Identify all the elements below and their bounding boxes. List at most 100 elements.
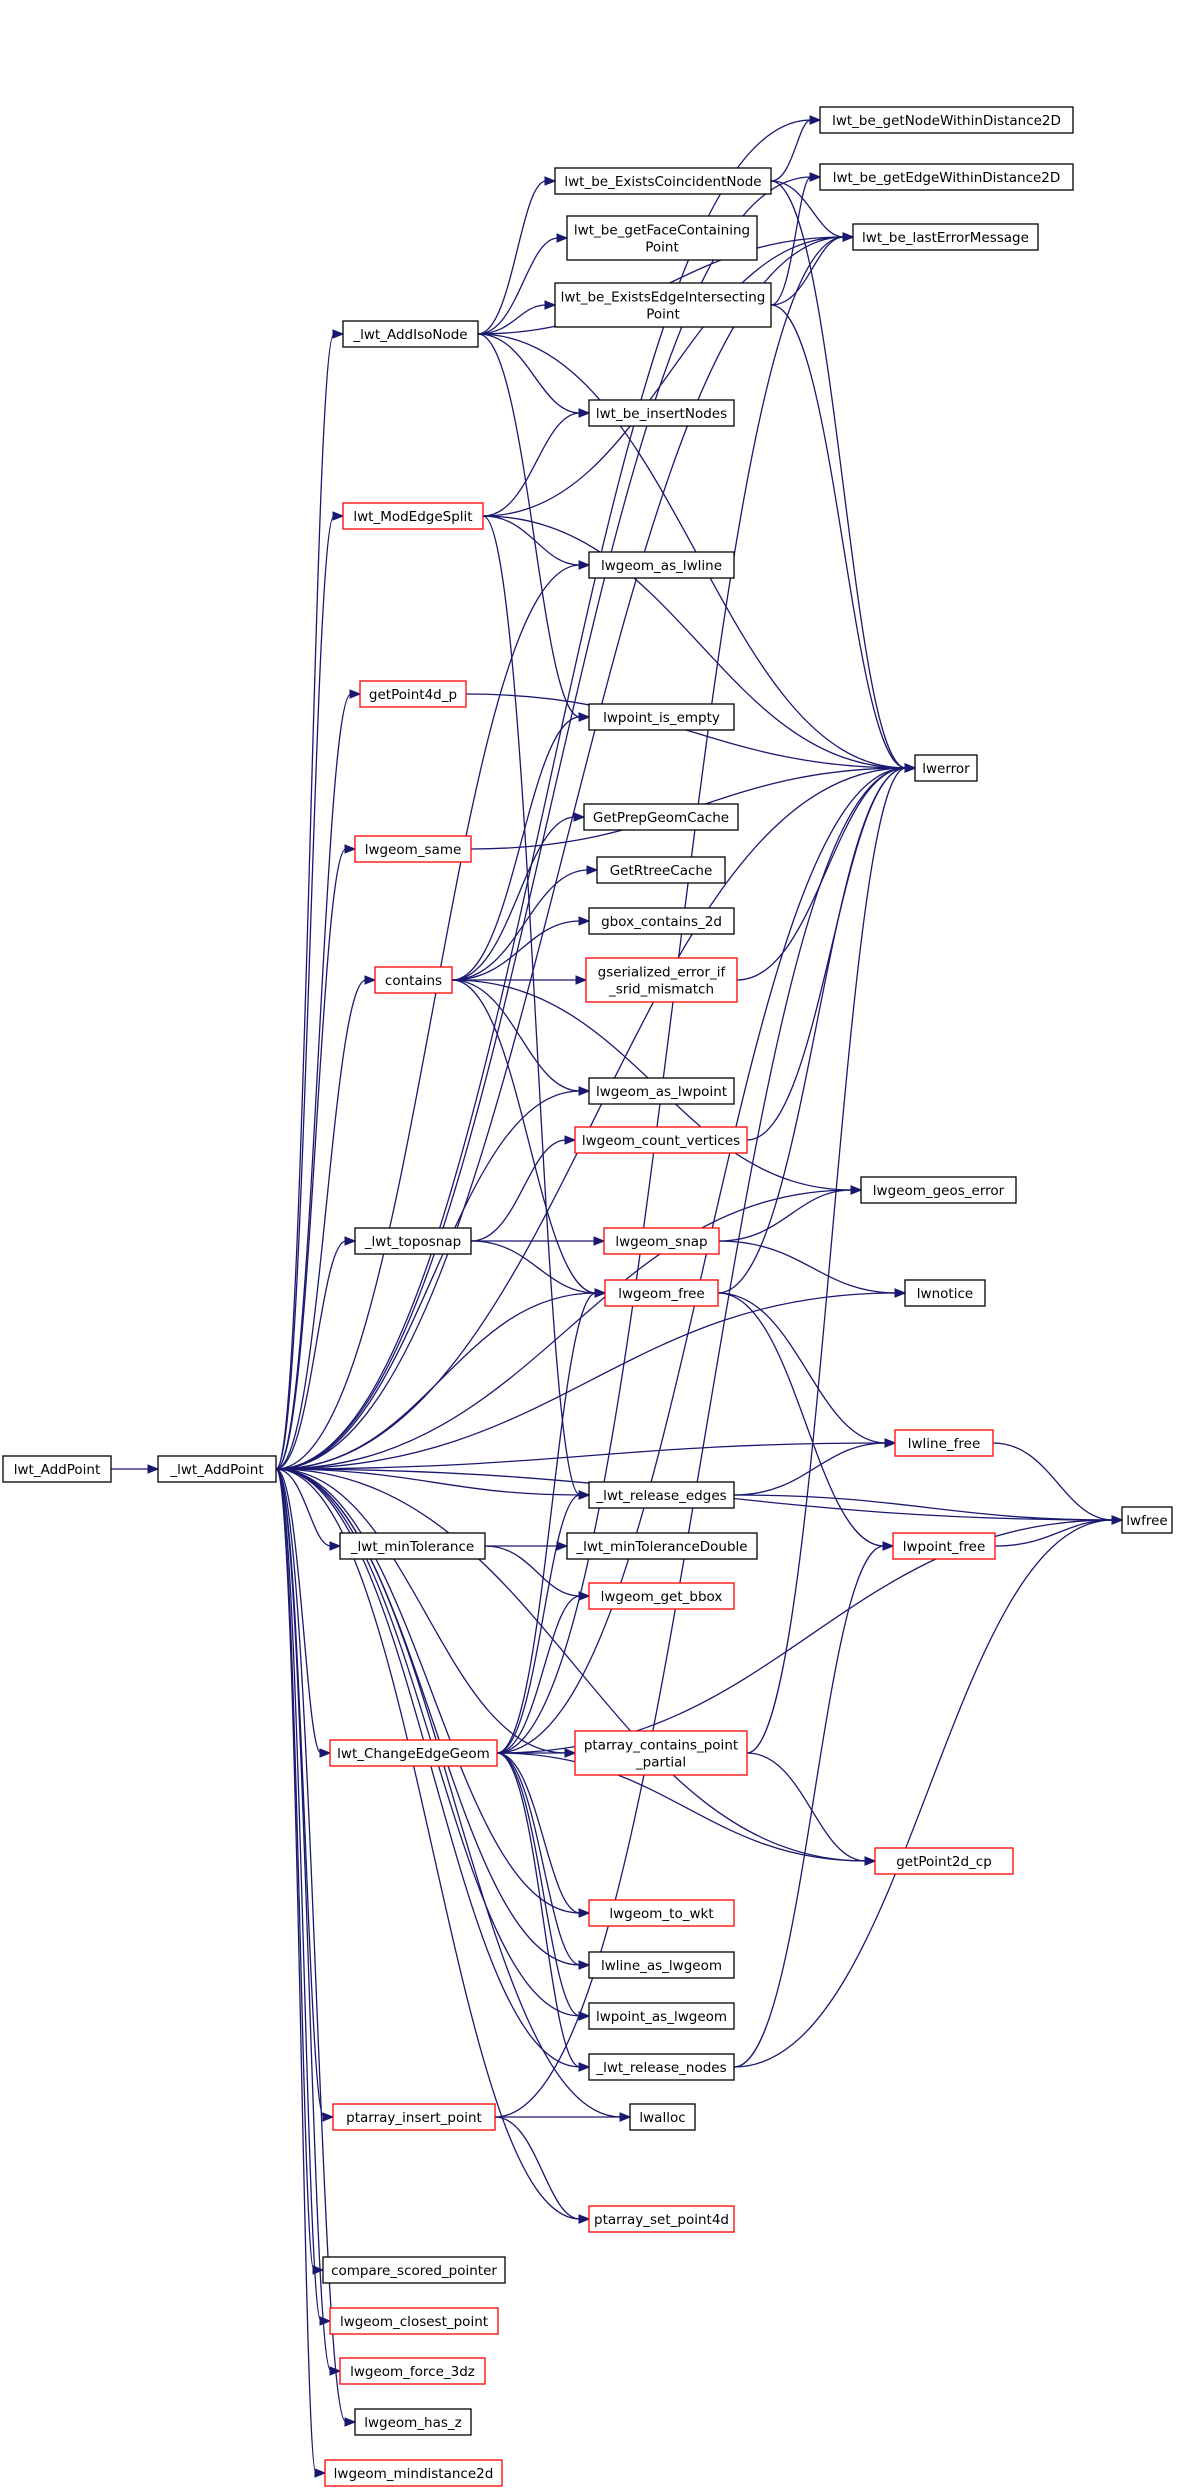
node-lwt-mintolerancedouble[interactable]: _lwt_minToleranceDouble bbox=[566, 1532, 758, 1560]
node-box bbox=[2, 1455, 112, 1483]
node-box bbox=[629, 2103, 696, 2131]
node-lwt-modedgesplit[interactable]: lwt_ModEdgeSplit bbox=[342, 502, 484, 530]
node-label: getPoint4d_p bbox=[369, 687, 457, 703]
call-edge-lwt-toposnap-to-lwgeom-snap bbox=[470, 1236, 606, 1246]
node-label: ptarray_contains_point bbox=[584, 1738, 738, 1754]
call-edge-lwt-modedgesplit-to-lwt-be-lasterrormessage bbox=[482, 232, 855, 517]
node-lwgeom-count-vertices[interactable]: lwgeom_count_vertices bbox=[574, 1126, 748, 1154]
node-lwt-changeedgegeom[interactable]: lwt_ChangeEdgeGeom bbox=[329, 1739, 498, 1767]
call-edge-lwgeom-snap-to-lwnotice bbox=[718, 1240, 907, 1298]
node-lwgeom-has-z[interactable]: lwgeom_has_z bbox=[354, 2408, 472, 2436]
call-edge-lwt-addpoint-to-lwgeom-force-3dz bbox=[275, 1468, 342, 2376]
node-box bbox=[339, 1532, 486, 1560]
node-lwgeom-get-bbox[interactable]: lwgeom_get_bbox bbox=[588, 1582, 735, 1610]
node-label: contains bbox=[385, 973, 442, 989]
node-lwt-mintolerance[interactable]: _lwt_minTolerance bbox=[339, 1532, 486, 1560]
node-lwgeom-free[interactable]: lwgeom_free bbox=[604, 1279, 719, 1307]
node-box bbox=[914, 754, 978, 782]
call-edge-lwt-addpoint-to-lwgeom-mindistance2d bbox=[275, 1468, 327, 2478]
node-lwt-addisonode[interactable]: _lwt_AddIsoNode bbox=[342, 320, 479, 348]
node-lwgeom-force-3dz[interactable]: lwgeom_force_3dz bbox=[339, 2357, 486, 2385]
node-box bbox=[588, 551, 735, 579]
node-box bbox=[354, 1227, 472, 1255]
node-lwgeom-as-lwline[interactable]: lwgeom_as_lwline bbox=[588, 551, 735, 579]
node-lwt-release-nodes[interactable]: _lwt_release_nodes bbox=[588, 2053, 735, 2081]
node-lwgeom-geos-error[interactable]: lwgeom_geos_error bbox=[860, 1176, 1017, 1204]
call-edge-lwt-release-edges-to-lwline-free bbox=[733, 1438, 897, 1496]
node-box bbox=[554, 282, 772, 328]
node-lwgeom-mindistance2d[interactable]: lwgeom_mindistance2d bbox=[324, 2459, 503, 2487]
node-lwgeom-as-lwpoint[interactable]: lwgeom_as_lwpoint bbox=[588, 1077, 735, 1105]
node-lwt-be-getnodewithindistance2d[interactable]: lwt_be_getNodeWithinDistance2D bbox=[819, 106, 1074, 134]
node-lwt-release-edges[interactable]: _lwt_release_edges bbox=[588, 1481, 735, 1509]
node-box bbox=[329, 1739, 498, 1767]
node-ptarray-set-point4d[interactable]: ptarray_set_point4d bbox=[588, 2205, 735, 2233]
node-lwpoint-as-lwgeom[interactable]: lwpoint_as_lwgeom bbox=[588, 2002, 735, 2030]
call-edge-lwt-changeedgegeom-to-lwgeom-to-wkt bbox=[496, 1752, 591, 1918]
node-box bbox=[566, 215, 758, 261]
node-lwgeom-snap[interactable]: lwgeom_snap bbox=[603, 1227, 720, 1255]
node-gbox-contains-2d[interactable]: gbox_contains_2d bbox=[588, 907, 735, 935]
node-lwpoint-is-empty[interactable]: lwpoint_is_empty bbox=[588, 703, 735, 731]
node-lwt-toposnap[interactable]: _lwt_toposnap bbox=[354, 1227, 472, 1255]
call-edge-lwt-addpoint-to-lwt-addpoint bbox=[110, 1464, 160, 1474]
node-lwgeom-to-wkt[interactable]: lwgeom_to_wkt bbox=[588, 1899, 735, 1927]
node-lwalloc[interactable]: lwalloc bbox=[629, 2103, 696, 2131]
call-edge-lwt-be-existscoincidentnode-to-lwt-be-getnodewithindistance2d bbox=[770, 115, 822, 182]
node-compare-scored-pointer[interactable]: compare_scored_pointer bbox=[322, 2256, 506, 2284]
call-edge-ptarray-insert-point-to-ptarray-set-point4d bbox=[494, 2116, 591, 2224]
node-lwpoint-free[interactable]: lwpoint_free bbox=[892, 1532, 996, 1560]
node-box bbox=[894, 1429, 994, 1457]
node-label: lwt_be_ExistsCoincidentNode bbox=[564, 174, 761, 190]
node-lwnotice[interactable]: lwnotice bbox=[904, 1279, 986, 1307]
node-box bbox=[588, 2002, 735, 2030]
node-box bbox=[574, 1126, 748, 1154]
node-getpoint2d-cp[interactable]: getPoint2d_cp bbox=[874, 1847, 1014, 1875]
call-edge-lwt-release-nodes-to-lwpoint-free bbox=[733, 1541, 895, 2068]
node-getprepgeomcache[interactable]: GetPrepGeomCache bbox=[583, 803, 739, 831]
call-edge-lwt-toposnap-to-lwgeom-count-vertices bbox=[470, 1135, 577, 1242]
node-label: _lwt_AddIsoNode bbox=[352, 327, 467, 343]
node-lwerror[interactable]: lwerror bbox=[914, 754, 978, 782]
node-lwline-free[interactable]: lwline_free bbox=[894, 1429, 994, 1457]
node-lwt-be-insertnodes[interactable]: lwt_be_insertNodes bbox=[588, 399, 735, 427]
node-box bbox=[574, 1730, 748, 1776]
node-lwt-be-lasterrormessage[interactable]: lwt_be_lastErrorMessage bbox=[852, 223, 1039, 251]
call-edge-lwt-addpoint-to-getpoint2d-cp bbox=[275, 1468, 877, 1866]
call-edge-lwt-release-edges-to-lwfree bbox=[733, 1494, 1124, 1525]
node-gserialized-error-if-srid-mismatch[interactable]: gserialized_error_if_srid_mismatch bbox=[585, 957, 738, 1003]
node-lwt-addpoint[interactable]: _lwt_AddPoint bbox=[157, 1455, 277, 1483]
node-box bbox=[1121, 1506, 1173, 1534]
node-label: lwfree bbox=[1126, 1513, 1167, 1529]
node-label: lwt_be_getEdgeWithinDistance2D bbox=[833, 170, 1061, 186]
call-edge-lwt-release-nodes-to-lwfree bbox=[733, 1515, 1124, 2068]
node-box bbox=[588, 907, 735, 935]
node-label: _srid_mismatch bbox=[608, 982, 714, 998]
call-edge-lwt-modedgesplit-to-lwgeom-as-lwline bbox=[482, 515, 591, 570]
node-label: ptarray_set_point4d bbox=[594, 2212, 729, 2228]
node-box bbox=[874, 1847, 1014, 1875]
node-lwt-be-existscoincidentnode[interactable]: lwt_be_ExistsCoincidentNode bbox=[554, 167, 772, 195]
node-getrtreecache[interactable]: GetRtreeCache bbox=[596, 856, 726, 884]
node-label: lwt_ModEdgeSplit bbox=[353, 509, 472, 525]
node-label: GetRtreeCache bbox=[610, 863, 713, 879]
node-getpoint4d-p[interactable]: getPoint4d_p bbox=[359, 680, 467, 708]
node-contains[interactable]: contains bbox=[374, 966, 453, 994]
node-lwfree[interactable]: lwfree bbox=[1121, 1506, 1173, 1534]
call-edge-lwt-addpoint-to-lwalloc bbox=[275, 1468, 632, 2122]
node-lwgeom-closest-point[interactable]: lwgeom_closest_point bbox=[329, 2307, 499, 2335]
node-lwt-addpoint: lwt_AddPoint bbox=[2, 1455, 112, 1483]
node-ptarray-contains-point-partial[interactable]: ptarray_contains_point_partial bbox=[574, 1730, 748, 1776]
node-box bbox=[329, 2307, 499, 2335]
node-lwgeom-same[interactable]: lwgeom_same bbox=[354, 835, 472, 863]
node-box bbox=[588, 1077, 735, 1105]
node-lwt-be-getedgewithindistance2d[interactable]: lwt_be_getEdgeWithinDistance2D bbox=[819, 163, 1074, 191]
node-label: GetPrepGeomCache bbox=[593, 810, 729, 826]
node-lwline-as-lwgeom[interactable]: lwline_as_lwgeom bbox=[588, 1951, 735, 1979]
call-edge-lwt-addpoint-to-lwt-mintolerance bbox=[275, 1468, 342, 1551]
node-label: lwgeom_mindistance2d bbox=[334, 2466, 494, 2482]
call-edge-lwt-addpoint-to-lwgeom-closest-point bbox=[275, 1468, 332, 2326]
node-ptarray-insert-point[interactable]: ptarray_insert_point bbox=[332, 2103, 496, 2131]
